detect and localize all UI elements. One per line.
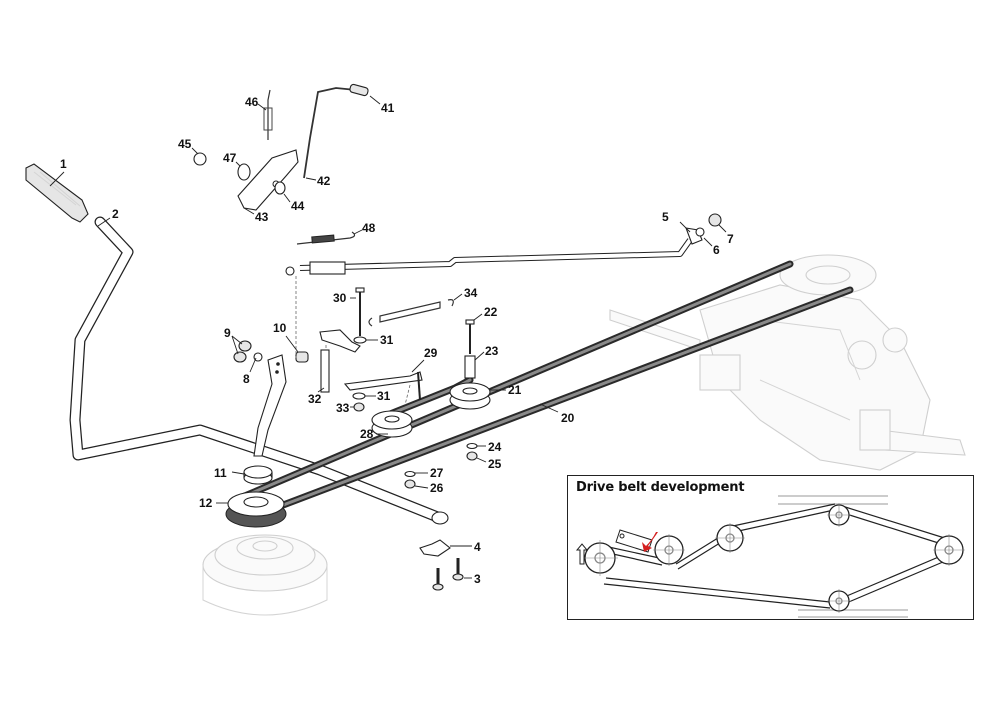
callout-31b: 31 (377, 389, 391, 403)
callout-44: 44 (291, 199, 305, 213)
callout-30: 30 (333, 291, 347, 305)
transaxle-ghost (609, 254, 966, 471)
inset-crosshairs (582, 503, 965, 613)
drive-belt-development-inset: Drive belt development (567, 475, 974, 620)
callout-46: 46 (245, 95, 259, 109)
rotation-arrow-icon (642, 532, 658, 552)
control-rod (285, 227, 703, 276)
callout-5: 5 (662, 210, 669, 224)
callout-1: 1 (60, 157, 67, 171)
callout-34: 34 (464, 286, 478, 300)
callout-47: 47 (223, 151, 237, 165)
callout-23: 23 (485, 344, 499, 358)
callout-45: 45 (178, 137, 192, 151)
callout-25: 25 (488, 457, 502, 471)
callout-11: 11 (214, 466, 227, 480)
callout-27: 27 (430, 466, 444, 480)
upper-bracket-assembly (237, 83, 369, 211)
callout-48: 48 (362, 221, 376, 235)
callout-28: 28 (360, 427, 374, 441)
callout-4: 4 (474, 540, 481, 554)
tension-spring (368, 299, 454, 327)
inset-title: Drive belt development (576, 480, 745, 495)
callout-20: 20 (561, 411, 575, 425)
callout-10: 10 (273, 321, 287, 335)
callout-32: 32 (308, 392, 322, 406)
callout-24: 24 (488, 440, 502, 454)
callout-9: 9 (224, 326, 231, 340)
clutch-pedal-rod (69, 216, 449, 525)
callout-2: 2 (112, 207, 119, 221)
callout-33: 33 (336, 401, 350, 415)
callout-6: 6 (713, 243, 720, 257)
idler-pulley-28 (371, 410, 413, 438)
spring-48 (296, 231, 356, 245)
callout-43: 43 (255, 210, 269, 224)
callout-26: 26 (430, 481, 444, 495)
engine-pulley (225, 491, 287, 528)
callout-7: 7 (727, 232, 734, 246)
callout-42: 42 (317, 174, 331, 188)
callout-22: 22 (484, 305, 498, 319)
callout-12: 12 (199, 496, 213, 510)
inset-pulleys (584, 504, 964, 612)
small-hardware (193, 152, 722, 591)
bolt-30 (353, 287, 367, 344)
pedal-pad (25, 163, 89, 223)
idler-pulley-21 (449, 382, 491, 410)
clutch-ghost (202, 534, 328, 616)
callout-41: 41 (381, 101, 395, 115)
callout-29: 29 (424, 346, 438, 360)
idler-arm (319, 329, 423, 406)
callout-3: 3 (474, 572, 481, 586)
callout-8: 8 (243, 372, 250, 386)
callout-21: 21 (508, 383, 522, 397)
bolt-22 (464, 319, 476, 379)
direction-arrow-icon (575, 543, 589, 565)
pedal-bracket (253, 354, 287, 457)
spacer (243, 465, 273, 485)
callouts: 1 2 3 4 5 6 7 8 9 10 11 12 20 21 22 23 2… (49, 95, 734, 586)
callout-31a: 31 (380, 333, 394, 347)
